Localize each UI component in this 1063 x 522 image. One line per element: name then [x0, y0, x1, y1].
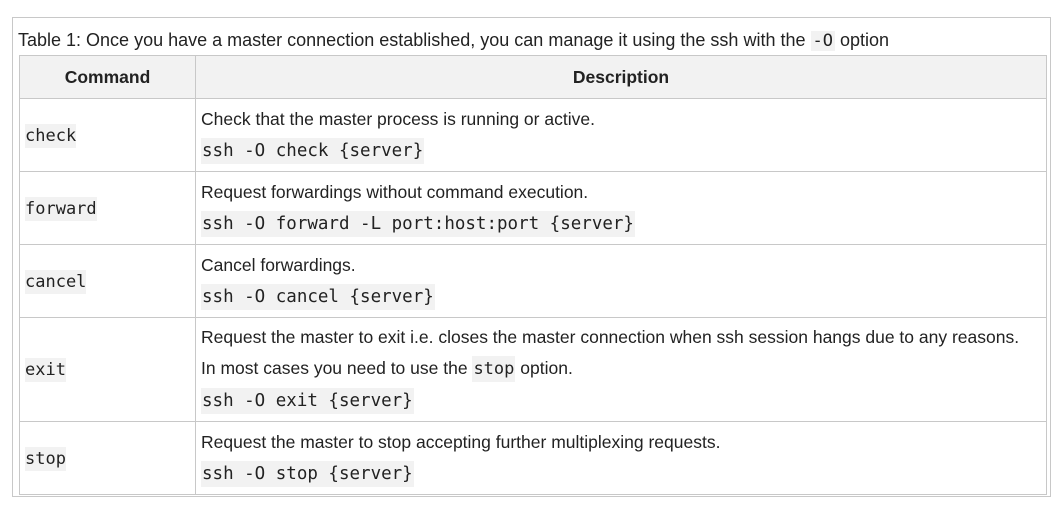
- command-name: cancel: [25, 269, 87, 294]
- table-row: cancel Cancel forwardings. ssh -O cancel…: [19, 244, 1047, 318]
- caption-text: Table 1: Once you have a master connecti…: [18, 30, 806, 50]
- caption-code: -O: [810, 31, 835, 51]
- example-code: ssh -O exit {server}: [201, 385, 1041, 417]
- table-caption: Table 1: Once you have a master connecti…: [18, 29, 889, 52]
- description-cell: Check that the master process is running…: [195, 98, 1047, 172]
- description-cell: Request forwardings without command exec…: [195, 171, 1047, 245]
- command-cell: exit: [19, 317, 196, 422]
- example-code: ssh -O forward -L port:host:port {server…: [201, 208, 1041, 240]
- command-name: stop: [25, 446, 66, 471]
- description-note: In most cases you need to use the stop o…: [201, 353, 1041, 385]
- command-name: forward: [25, 196, 97, 221]
- description-cell: Request the master to exit i.e. closes t…: [195, 317, 1047, 422]
- command-cell: forward: [19, 171, 196, 245]
- description-cell: Cancel forwardings. ssh -O cancel {serve…: [195, 244, 1047, 318]
- example-code: ssh -O cancel {server}: [201, 281, 1041, 313]
- description-text: Request the master to exit i.e. closes t…: [201, 327, 1020, 347]
- table-row: exit Request the master to exit i.e. clo…: [19, 317, 1047, 422]
- description-cell: Request the master to stop accepting fur…: [195, 421, 1047, 495]
- description-text: Check that the master process is running…: [201, 108, 595, 129]
- description-text: Request the master to stop accepting fur…: [201, 431, 721, 452]
- note-text-end: option.: [520, 358, 573, 378]
- table-row: check Check that the master process is r…: [19, 98, 1047, 172]
- example-code: ssh -O stop {server}: [201, 458, 1041, 490]
- command-cell: stop: [19, 421, 196, 495]
- table-container: Table 1: Once you have a master connecti…: [12, 17, 1051, 497]
- caption-text-end: option: [840, 30, 890, 50]
- header-description: Description: [195, 55, 1047, 99]
- command-name: exit: [25, 358, 66, 382]
- command-cell: check: [19, 98, 196, 172]
- table-header-row: Command Description: [19, 55, 1047, 99]
- table-row: forward Request forwardings without comm…: [19, 171, 1047, 245]
- command-name: check: [25, 123, 77, 148]
- example-code: ssh -O check {server}: [201, 135, 1041, 167]
- header-command: Command: [19, 55, 196, 99]
- table-row: stop Request the master to stop acceptin…: [19, 421, 1047, 495]
- description-text: Request forwardings without command exec…: [201, 181, 589, 202]
- command-cell: cancel: [19, 244, 196, 318]
- note-code: stop: [472, 356, 516, 382]
- description-text: Cancel forwardings.: [201, 254, 356, 275]
- commands-table: Command Description check Check that the…: [19, 55, 1047, 495]
- note-text: In most cases you need to use the: [201, 358, 468, 378]
